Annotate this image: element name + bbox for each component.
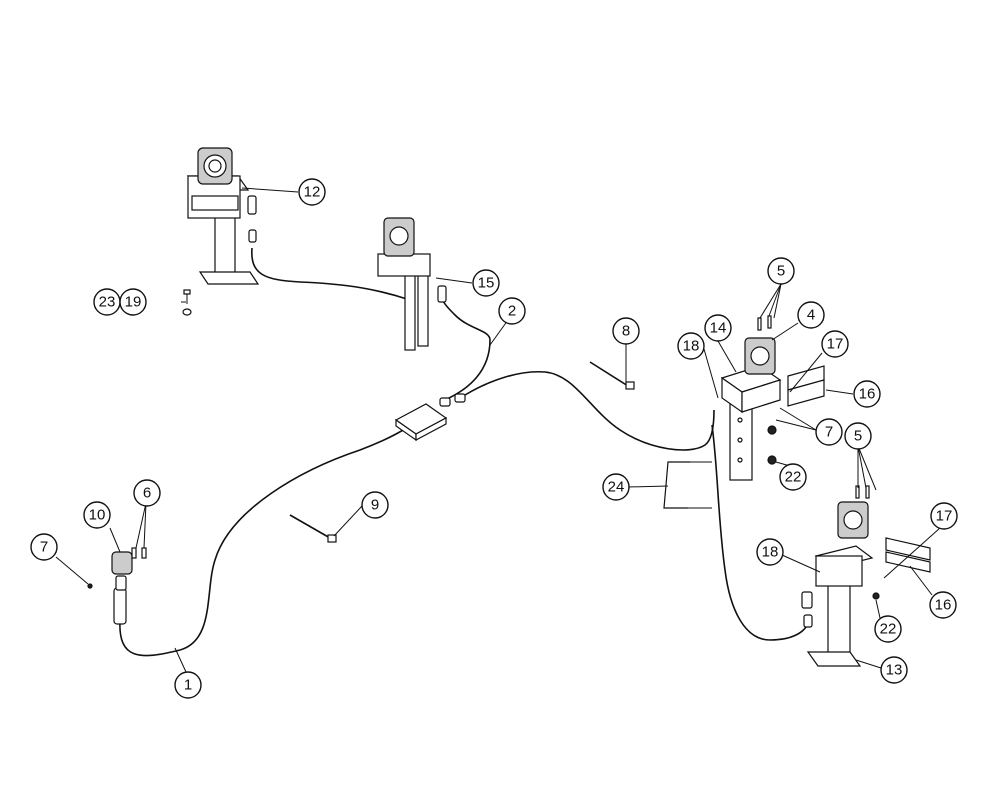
u-bracket-24 xyxy=(663,461,712,509)
callout-4: 4 xyxy=(797,301,825,329)
control-box xyxy=(394,393,466,442)
svg-text:24: 24 xyxy=(608,479,625,496)
callout-1: 1 xyxy=(174,671,202,699)
cable-tie-9 xyxy=(289,514,337,543)
callout-13: 13 xyxy=(880,656,908,684)
callout-24: 24 xyxy=(602,473,630,501)
svg-text:16: 16 xyxy=(935,597,952,614)
svg-text:12: 12 xyxy=(304,184,321,201)
svg-text:18: 18 xyxy=(762,544,779,561)
callout-17-upper: 17 xyxy=(821,330,849,358)
cable-main-right xyxy=(464,370,715,451)
svg-text:7: 7 xyxy=(825,424,833,441)
plug-assembly-10 xyxy=(87,547,147,625)
lamp-assembly-12 xyxy=(186,147,260,285)
cable-2 xyxy=(439,289,491,403)
svg-text:18: 18 xyxy=(683,338,700,355)
svg-text:4: 4 xyxy=(807,307,815,324)
svg-text:9: 9 xyxy=(371,497,379,514)
callout-6: 6 xyxy=(133,479,161,507)
callout-16-lower: 16 xyxy=(929,591,957,619)
svg-text:6: 6 xyxy=(143,485,151,502)
callout-7-left: 7 xyxy=(30,533,58,561)
callout-7-right: 7 xyxy=(815,418,843,446)
svg-text:10: 10 xyxy=(89,507,106,524)
svg-text:17: 17 xyxy=(827,336,844,353)
cable-tie-8 xyxy=(589,361,635,390)
callout-5-lower: 5 xyxy=(844,422,872,450)
svg-text:5: 5 xyxy=(854,428,862,445)
callout-22-lower: 22 xyxy=(874,615,902,643)
cable-down-right xyxy=(711,424,809,641)
callout-23: 23 xyxy=(93,288,121,316)
svg-text:22: 22 xyxy=(880,621,897,638)
svg-text:7: 7 xyxy=(40,539,48,556)
svg-text:14: 14 xyxy=(710,320,727,337)
svg-text:15: 15 xyxy=(478,275,495,292)
svg-text:19: 19 xyxy=(125,294,142,311)
callout-15: 15 xyxy=(472,269,500,297)
svg-text:16: 16 xyxy=(859,386,876,403)
svg-text:1: 1 xyxy=(184,677,192,694)
callout-9: 9 xyxy=(361,491,389,519)
lamp-assembly-15 xyxy=(377,217,447,351)
cable-12-to-15 xyxy=(251,247,411,301)
svg-text:8: 8 xyxy=(622,323,630,340)
callout-17-lower: 17 xyxy=(930,502,958,530)
cable-1 xyxy=(119,409,431,657)
callout-12: 12 xyxy=(298,178,326,206)
bolt-19-23 xyxy=(182,289,192,316)
svg-text:2: 2 xyxy=(508,303,516,320)
callout-8: 8 xyxy=(612,317,640,345)
lamp-assembly-14 xyxy=(720,315,825,481)
callout-5-upper: 5 xyxy=(767,257,795,285)
callout-10: 10 xyxy=(83,501,111,529)
leader-lines xyxy=(55,187,941,673)
callout-18-lower: 18 xyxy=(756,538,784,566)
callout-14: 14 xyxy=(704,314,732,342)
lamp-assembly-13 xyxy=(801,485,931,667)
svg-text:5: 5 xyxy=(777,263,785,280)
callout-19: 19 xyxy=(119,288,147,316)
callout-2: 2 xyxy=(498,297,526,325)
svg-text:22: 22 xyxy=(785,469,802,486)
svg-text:17: 17 xyxy=(936,508,953,525)
svg-text:13: 13 xyxy=(886,662,903,679)
callout-16-upper: 16 xyxy=(853,380,881,408)
callout-18-upper: 18 xyxy=(677,332,705,360)
svg-text:23: 23 xyxy=(99,294,116,311)
callout-22-upper: 22 xyxy=(779,463,807,491)
